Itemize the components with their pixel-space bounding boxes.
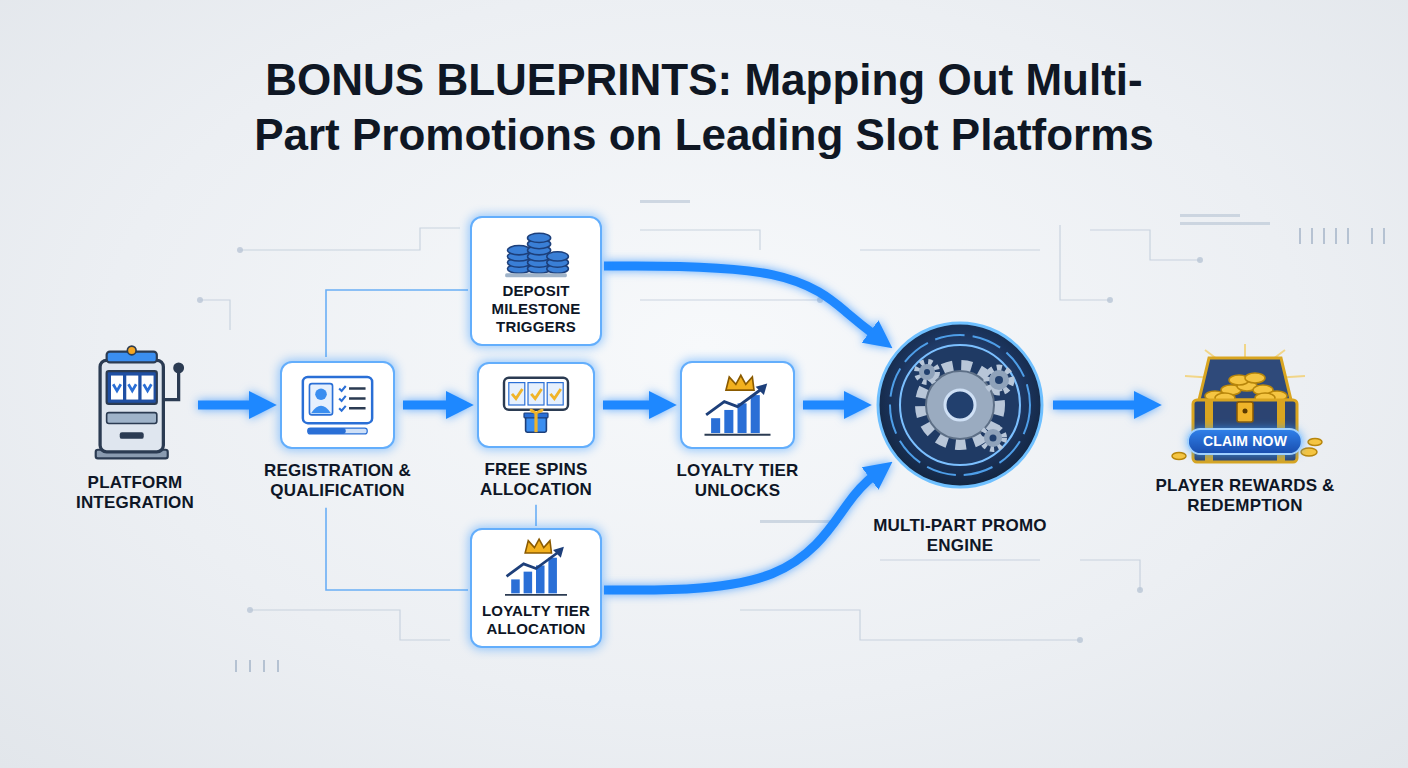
claim-button: CLAIM NOW — [1187, 428, 1303, 455]
platform-icon: PLATFORM INTEGRATION — [60, 345, 210, 514]
branch-line — [535, 505, 537, 526]
icon-frame — [80, 345, 190, 465]
node-icon — [80, 345, 190, 465]
branch-line — [326, 290, 468, 357]
icon-box — [280, 361, 395, 449]
node-icon — [693, 372, 782, 438]
engine-circle: MULTI-PART PROMO ENGINE — [860, 320, 1060, 557]
flow-arrow — [604, 266, 879, 338]
node-icon — [875, 320, 1045, 490]
trigger-box: LOYALTY TIER ALLOCATION — [470, 528, 602, 648]
flow-arrow — [403, 401, 457, 410]
node-label: DEPOSIT MILESTONE TRIGGERS — [476, 282, 596, 336]
node-label: REGISTRATION & QUALIFICATION — [255, 461, 420, 502]
node-label: FREE SPINS ALLOCATION — [453, 460, 619, 501]
node-label: PLATFORM INTEGRATION — [60, 473, 210, 514]
step-card: FREE SPINS ALLOCATION — [453, 362, 619, 501]
diagram-title: BONUS BLUEPRINTS: Mapping Out Multi-Part… — [104, 52, 1304, 162]
icon-box — [680, 361, 795, 449]
flow-arrow — [603, 401, 660, 410]
icon-frame — [875, 320, 1045, 490]
node-icon — [293, 372, 382, 438]
node-label: LOYALTY TIER ALLOCATION — [476, 602, 596, 638]
node-label: PLAYER REWARDS & REDEMPTION — [1150, 476, 1340, 517]
node-icon — [490, 536, 582, 598]
node-label: LOYALTY TIER UNLOCKS — [655, 461, 820, 502]
node-icon — [490, 373, 582, 437]
branch-line — [326, 508, 468, 590]
flow-arrow — [198, 401, 260, 410]
trigger-box: DEPOSIT MILESTONE TRIGGERS — [470, 216, 602, 346]
node-icon — [490, 224, 582, 278]
node-label: CLAIM NOW — [1203, 433, 1287, 450]
icon-box — [477, 362, 595, 448]
step-card: LOYALTY TIER UNLOCKS — [655, 361, 820, 502]
flow-arrow — [803, 401, 855, 410]
step-card: REGISTRATION & QUALIFICATION — [255, 361, 420, 502]
flow-arrow — [1053, 401, 1145, 410]
node-label: MULTI-PART PROMO ENGINE — [860, 516, 1060, 557]
reward-chest: PLAYER REWARDS & REDEMPTION CLAIM NOW — [1150, 340, 1340, 517]
